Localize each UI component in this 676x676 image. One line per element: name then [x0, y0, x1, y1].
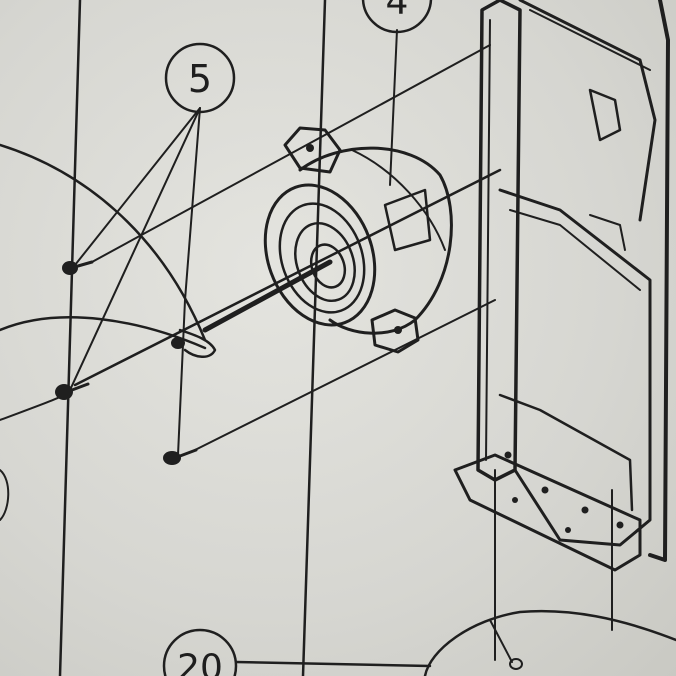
reference-lines	[58, 0, 613, 676]
callout-20: 20	[162, 628, 238, 676]
callout-5-label: 5	[188, 57, 212, 101]
screw-4	[171, 337, 185, 349]
callout-20-label: 20	[177, 648, 223, 676]
mounting-frame	[453, 0, 670, 572]
callout-4: 4	[361, 0, 433, 186]
base-part-outline	[234, 609, 676, 676]
screw-2	[55, 382, 90, 400]
callout-4-label: 4	[386, 0, 409, 23]
callout-5-leaders	[69, 44, 496, 451]
screw-3	[163, 448, 198, 465]
screw-1	[62, 260, 94, 275]
callout-5: 5	[164, 42, 236, 114]
fan-motor	[263, 126, 453, 354]
